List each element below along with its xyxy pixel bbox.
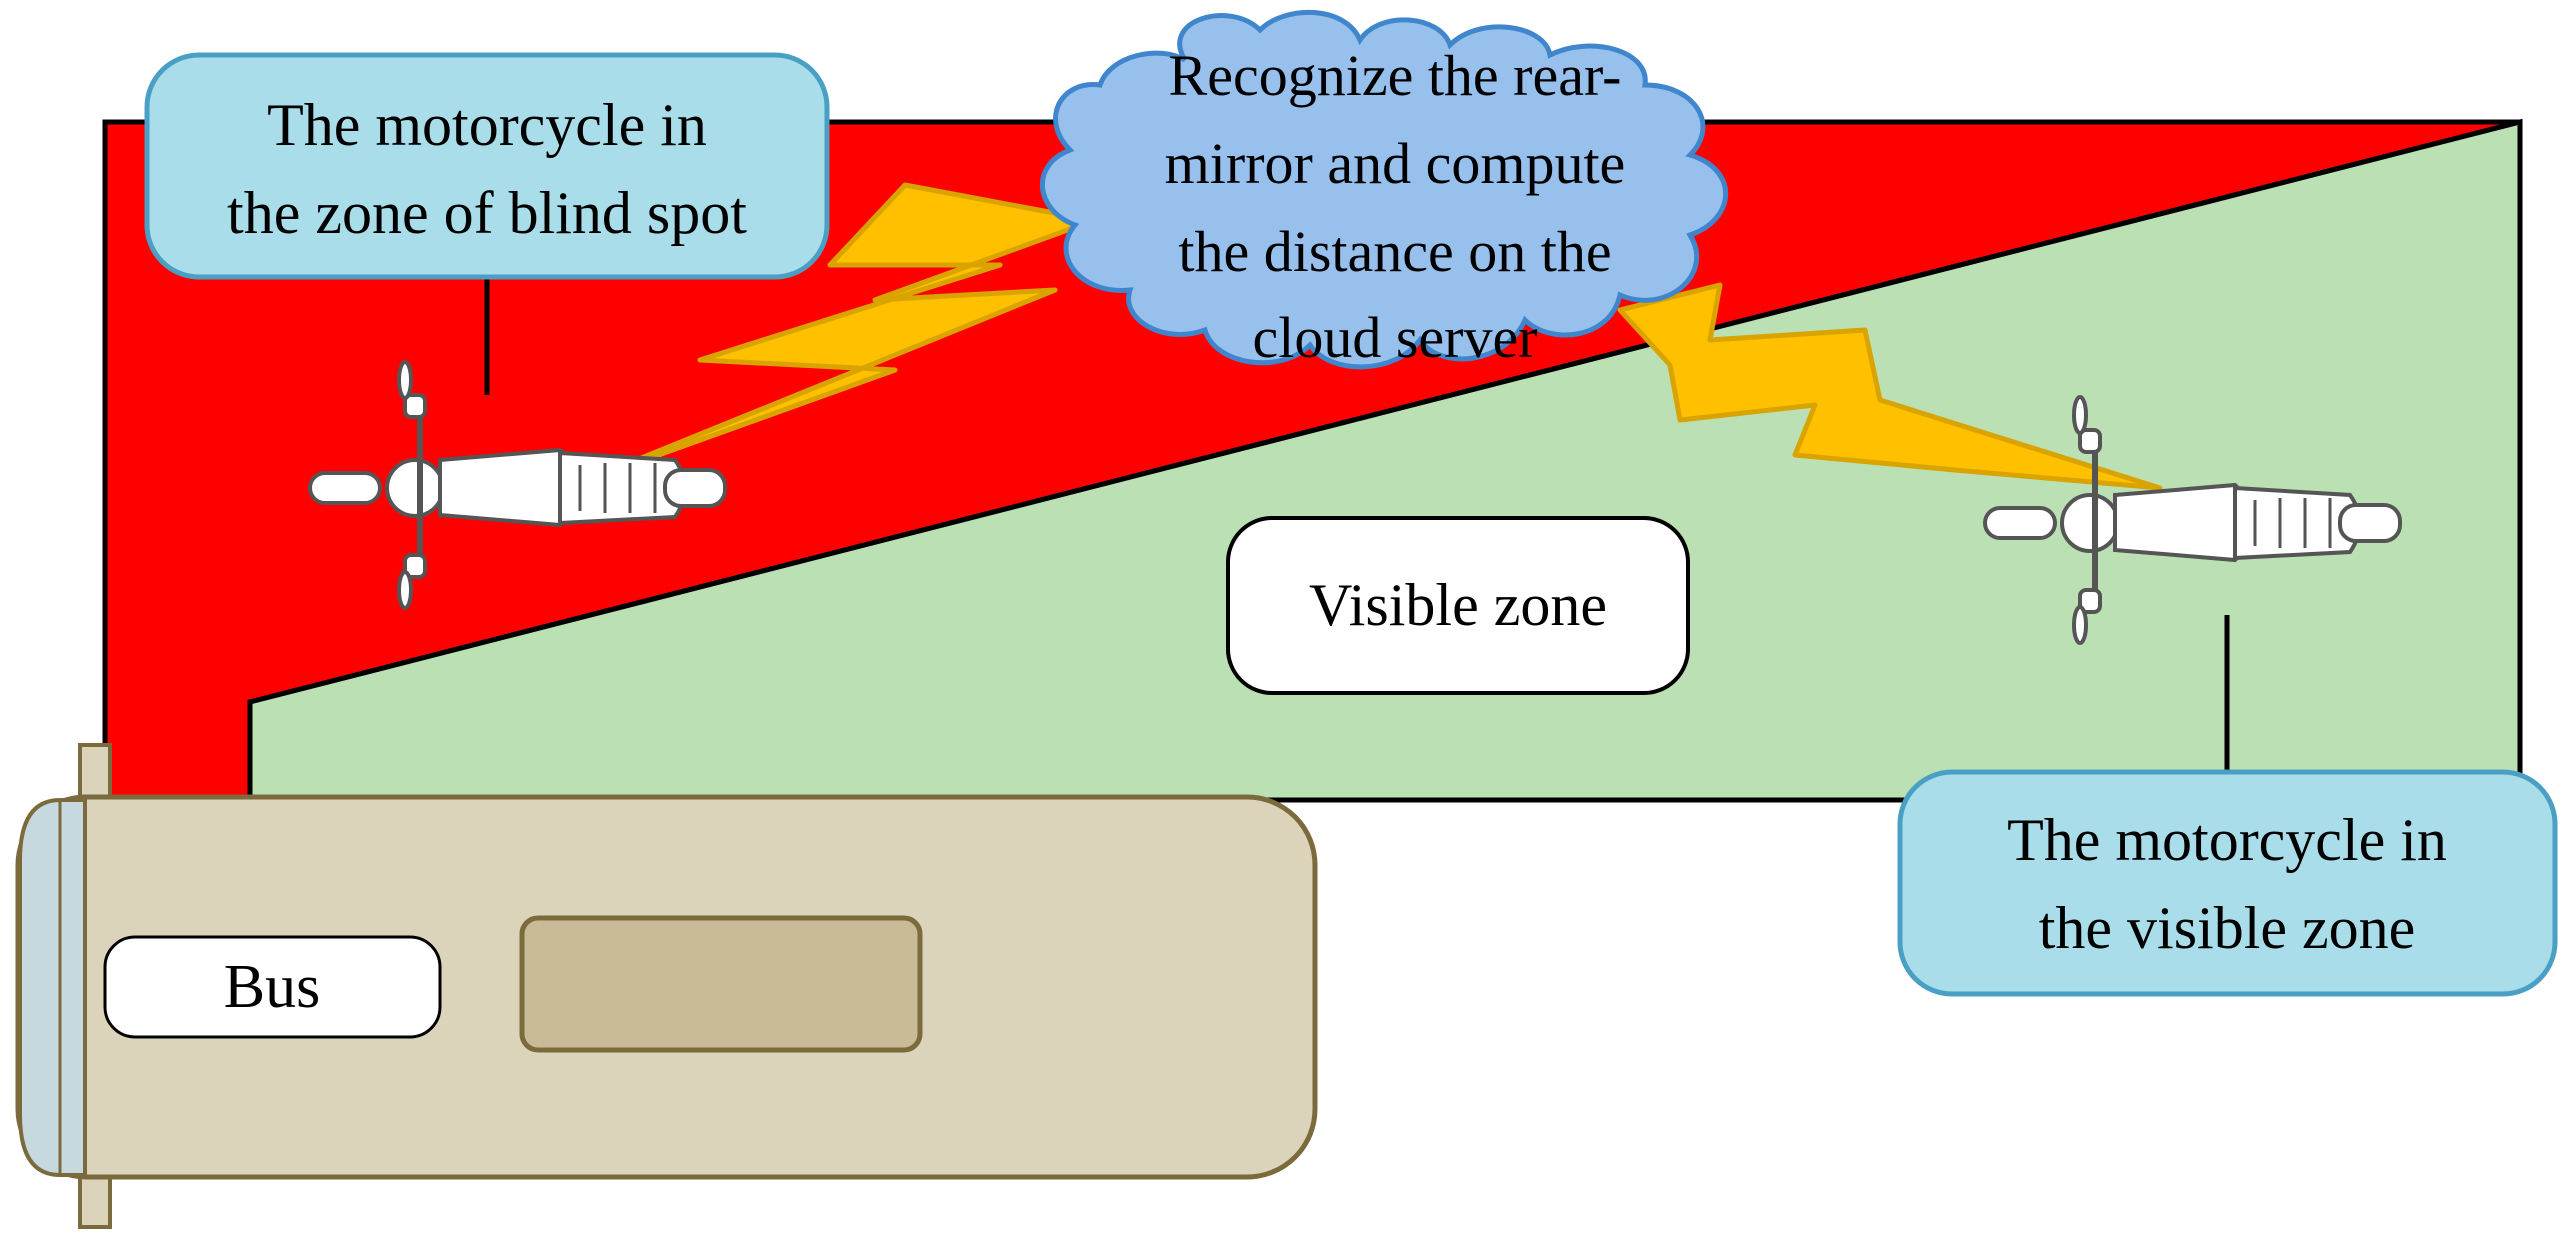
bus-label: Bus bbox=[224, 953, 320, 1021]
blind-spot-callout: The motorcycle in the zone of blind spot bbox=[144, 52, 830, 280]
visible-zone-callout: The motorcycle in the visible zone bbox=[1897, 769, 2558, 997]
cloud-text-line-3: the distance on the bbox=[1178, 219, 1611, 284]
lightning-bolt-left-icon bbox=[572, 182, 1098, 488]
cloud-text-line-1: Recognize the rear- bbox=[1169, 43, 1622, 108]
motorcycle-blind-spot-icon bbox=[308, 360, 727, 610]
cloud-server-icon: Recognize the rear- mirror and compute t… bbox=[1040, 9, 1729, 370]
visible-zone-label: Visible zone bbox=[1226, 516, 1690, 695]
visible-callout-line-2: the visible zone bbox=[2039, 895, 2416, 961]
blind-callout-line-2: the zone of blind spot bbox=[227, 180, 747, 246]
lightning-bolt-right-icon bbox=[1617, 282, 2163, 491]
bus-icon: Bus bbox=[15, 743, 1318, 1229]
visible-zone-text: Visible zone bbox=[1309, 572, 1607, 638]
cloud-text-line-2: mirror and compute bbox=[1165, 131, 1626, 196]
visible-callout-line-1: The motorcycle in bbox=[2007, 807, 2447, 873]
blind-callout-line-1: The motorcycle in bbox=[267, 92, 707, 158]
motorcycle-visible-zone-icon bbox=[1983, 395, 2402, 645]
cloud-text-line-4: cloud server bbox=[1252, 305, 1537, 370]
